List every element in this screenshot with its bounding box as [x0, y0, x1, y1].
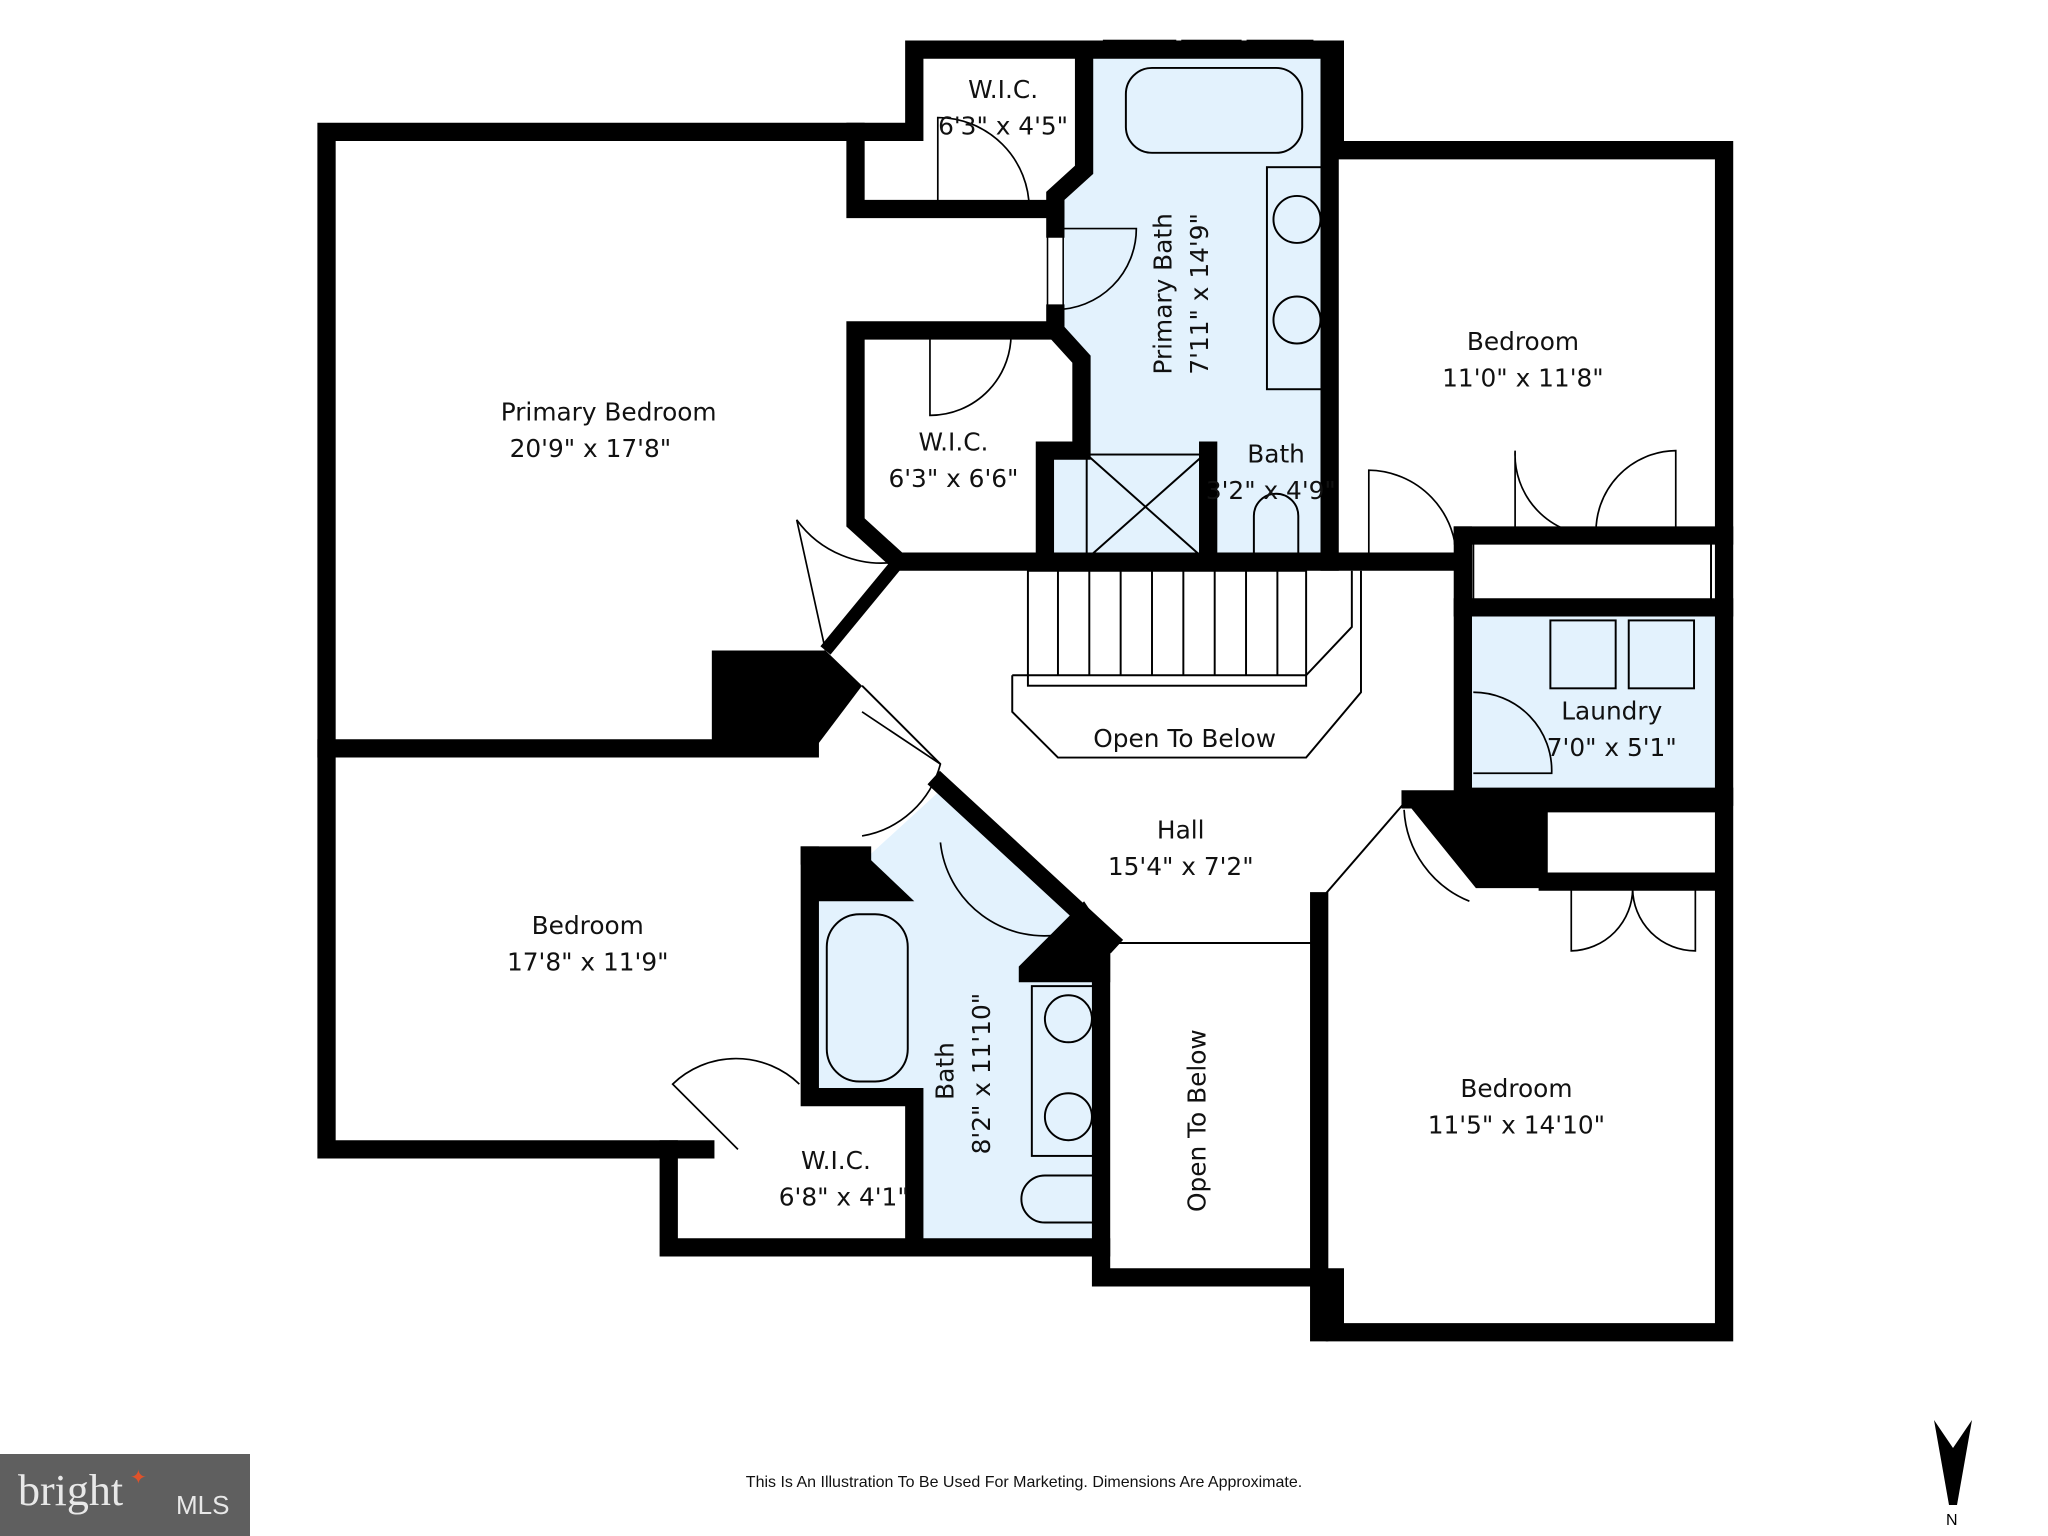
- hall-bath-floor: [816, 790, 1102, 1241]
- laundry-floor: [1472, 613, 1715, 791]
- room-name: Bath: [930, 1042, 959, 1100]
- logo-brand: bright: [18, 1466, 124, 1515]
- room-dims: 6'3" x 6'6": [888, 464, 1018, 493]
- diagonal-wall: [1318, 802, 1405, 902]
- fixtures: [825, 66, 1712, 1224]
- room-dims: 6'8" x 4'1": [779, 1183, 909, 1212]
- room-name: Bedroom: [1460, 1074, 1572, 1103]
- room-name: Bedroom: [532, 911, 644, 940]
- wall-chunk-bath2: [809, 851, 915, 902]
- diagonal-wall: [820, 557, 904, 655]
- room-name: Primary Bedroom: [501, 398, 717, 427]
- room-dims: 20'9" x 17'8": [510, 434, 672, 463]
- room-dims: 11'0" x 11'8": [1442, 364, 1604, 393]
- wall-chunk-bath: [1018, 901, 1111, 983]
- room-dims: 8'2" x 11'10": [967, 993, 996, 1155]
- room-dims: 3'2" x 4'9": [1206, 476, 1336, 505]
- logo-star-icon: ✦: [130, 1465, 147, 1489]
- room-labels: W.I.C. 6'3" x 4'5" Primary Bath 7'11" x …: [501, 75, 1677, 1212]
- staircase: [1011, 569, 1362, 759]
- room-name: Hall: [1157, 816, 1205, 845]
- room-name: W.I.C.: [968, 75, 1038, 104]
- room-name: Primary Bath: [1149, 213, 1178, 374]
- room-name: W.I.C.: [801, 1146, 871, 1175]
- doors: [671, 116, 1697, 1150]
- logo-suffix: MLS: [176, 1490, 230, 1520]
- wall-chunk-west: [711, 650, 863, 755]
- primary-bath-floor: [1044, 52, 1326, 562]
- room-dims: 11'5" x 14'10": [1428, 1111, 1605, 1140]
- room-dims: 17'8" x 11'9": [507, 947, 669, 976]
- room-name: Open To Below: [1093, 724, 1276, 753]
- room-dims: 7'0" x 5'1": [1547, 733, 1677, 762]
- room-dims: 7'11" x 14'9": [1185, 213, 1214, 375]
- room-name: W.I.C.: [918, 428, 988, 457]
- bright-mls-logo: bright ✦ MLS: [0, 1454, 250, 1536]
- disclaimer-text: This Is An Illustration To Be Used For M…: [745, 1474, 1303, 1491]
- room-dims: 15'4" x 7'2": [1108, 852, 1254, 881]
- wall-chunk-east: [1404, 799, 1548, 889]
- room-name: Open To Below: [1183, 1029, 1212, 1212]
- room-name: Bedroom: [1467, 327, 1579, 356]
- north-arrow-icon: [1934, 1420, 1972, 1505]
- north-label: N: [1946, 1512, 1958, 1529]
- room-name: Bath: [1247, 439, 1305, 468]
- diagonal-wall: [861, 685, 942, 765]
- room-name: Laundry: [1561, 697, 1662, 726]
- room-dims: 6'3" x 4'5": [938, 112, 1068, 141]
